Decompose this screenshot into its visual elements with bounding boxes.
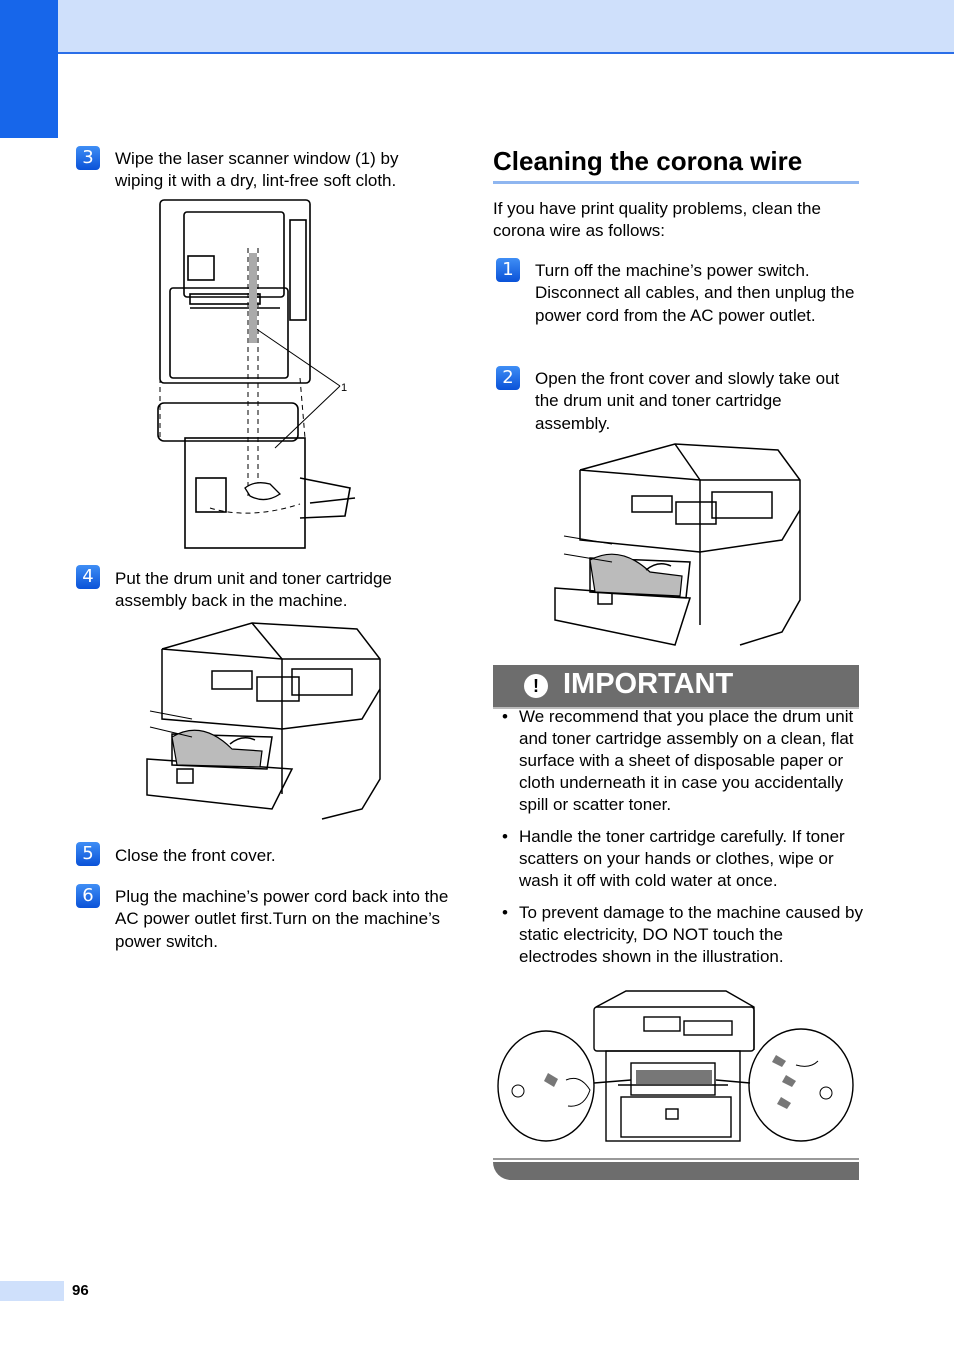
important-divider (493, 707, 859, 709)
callout-1-label: 1 (341, 382, 347, 394)
important-item-text: We recommend that you place the drum uni… (519, 707, 854, 814)
chapter-tab (0, 0, 58, 138)
important-item-text: To prevent damage to the machine caused … (519, 903, 863, 966)
section-title: Cleaning the corona wire (493, 146, 803, 176)
important-box-footer (493, 1162, 859, 1180)
step-badge-1: 1 (496, 258, 520, 282)
important-box-header (493, 665, 859, 707)
step-3-text: Wipe the laser scanner window (1) by wip… (115, 149, 399, 191)
bullet-icon: • (502, 903, 508, 922)
important-item-text: Handle the toner cartridge carefully. If… (519, 827, 845, 890)
step-4-text: Put the drum unit and toner cartridge as… (115, 569, 392, 611)
important-item: • To prevent damage to the machine cause… (502, 902, 863, 968)
reinsert-drum-illustration (146, 622, 381, 820)
step-badge-2: 2 (496, 366, 520, 390)
important-box-bottom-rule (493, 1158, 859, 1160)
exclamation-icon: ! (524, 674, 548, 698)
step-badge-6: 6 (76, 884, 100, 908)
title-underline (493, 181, 859, 184)
step-5-text: Close the front cover. (115, 846, 276, 865)
intro-paragraph: If you have print quality problems, clea… (493, 199, 821, 241)
remove-drum-illustration (554, 443, 801, 646)
electrodes-illustration (497, 990, 854, 1142)
page-number: 96 (72, 1282, 89, 1299)
step-badge-5: 5 (76, 842, 100, 866)
step-6-text: Plug the machine’s power cord back into … (115, 887, 449, 951)
important-item: • Handle the toner cartridge carefully. … (502, 826, 862, 892)
important-item: • We recommend that you place the drum u… (502, 706, 862, 818)
step-2-text: Open the front cover and slowly take out… (535, 369, 840, 433)
laser-scanner-illustration: 1 (157, 199, 356, 549)
bullet-icon: • (502, 827, 508, 846)
header-band (0, 0, 954, 54)
step-1-text: Turn off the machine’s power switch. Dis… (535, 261, 855, 325)
bullet-icon: • (502, 707, 508, 726)
important-label: IMPORTANT (563, 668, 734, 700)
step-badge-4: 4 (76, 565, 100, 589)
page-number-tab (0, 1281, 64, 1301)
step-badge-3: 3 (76, 146, 100, 170)
